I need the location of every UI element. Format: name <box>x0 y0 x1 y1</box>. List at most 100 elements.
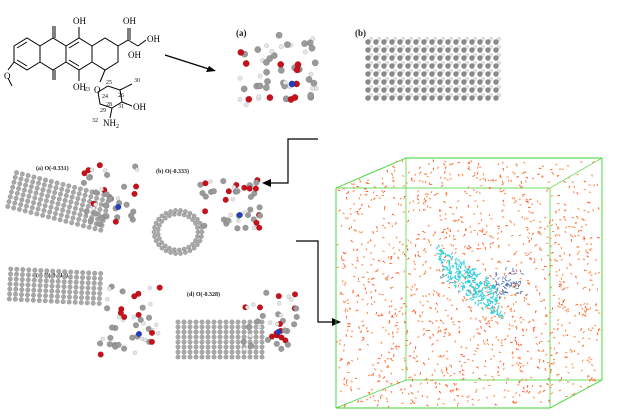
carbon-atom <box>46 214 51 220</box>
water-oxygen <box>478 163 480 165</box>
water-molecule <box>358 197 361 200</box>
water-molecule <box>442 295 445 297</box>
water-oxygen <box>444 171 446 173</box>
carbon-atom <box>36 201 42 207</box>
carbon-atom <box>293 305 300 312</box>
carbon-atom <box>199 354 205 360</box>
water-oxygen <box>378 362 380 364</box>
water-molecule <box>458 360 461 363</box>
water-oxygen <box>417 194 419 196</box>
water-molecule <box>592 378 595 381</box>
carbon-atom <box>58 191 63 197</box>
water-molecule <box>350 380 353 383</box>
water-molecule <box>567 371 570 374</box>
water-molecule <box>445 261 448 264</box>
water-oxygen <box>482 242 484 244</box>
carbon-atom <box>381 47 387 53</box>
carbon-atom <box>263 289 270 296</box>
water-oxygen <box>446 385 448 387</box>
water-molecule <box>549 386 552 389</box>
water-molecule <box>453 234 455 238</box>
carbon-atom <box>235 354 241 360</box>
hydrogen-atom <box>497 45 501 49</box>
solute-bond <box>478 284 480 288</box>
water-oxygen <box>441 231 443 233</box>
water-molecule <box>486 396 488 399</box>
water-molecule <box>512 396 515 399</box>
water-molecule <box>473 212 475 216</box>
num-30: 30 <box>134 78 140 84</box>
drug-bond <box>507 283 511 287</box>
water-oxygen <box>519 370 521 372</box>
carbon-atom <box>67 279 73 285</box>
water-molecule <box>475 191 478 194</box>
water-oxygen <box>514 253 516 255</box>
water-molecule <box>441 371 444 374</box>
solute-bond <box>486 286 491 289</box>
drug-bond <box>500 282 504 285</box>
hydrogen-atom <box>105 297 110 302</box>
hydrogen-atom <box>425 85 429 89</box>
water-molecule <box>585 249 588 252</box>
carbon-atom <box>83 208 90 215</box>
carbon-atom <box>85 290 91 296</box>
carbon-atom <box>28 184 34 190</box>
water-molecule <box>509 308 512 311</box>
water-molecule <box>578 250 581 253</box>
hydrogen-atom <box>481 61 485 65</box>
water-oxygen <box>438 269 440 271</box>
water-molecule <box>515 391 518 395</box>
water-molecule <box>588 183 591 187</box>
carbon-atom <box>55 283 61 289</box>
hydrogen-atom <box>393 61 397 65</box>
water-oxygen <box>530 198 532 200</box>
carbon-atom <box>80 270 86 276</box>
hydrogen-atom <box>473 93 477 97</box>
water-molecule <box>373 368 377 371</box>
carbon-atom <box>193 334 199 340</box>
carbon-atom <box>159 240 165 245</box>
carbon-atom <box>461 39 467 45</box>
carbon-atom <box>397 87 403 93</box>
water-molecule <box>396 314 398 317</box>
hydrogen-atom <box>154 322 159 327</box>
hydrogen-atom <box>489 37 493 41</box>
water-molecule <box>350 386 352 389</box>
carbon-atom <box>25 287 31 293</box>
water-molecule <box>430 190 433 194</box>
hydrogen-atom <box>465 61 469 65</box>
solute-bond <box>448 271 451 275</box>
water-molecule <box>418 314 422 317</box>
water-oxygen <box>566 356 568 358</box>
carbon-atom <box>97 291 103 296</box>
carbon-atom <box>50 268 56 274</box>
carbon-atom <box>253 349 259 355</box>
water-molecule <box>378 293 381 296</box>
water-molecule <box>488 187 491 190</box>
water-oxygen <box>484 178 486 181</box>
water-molecule <box>530 376 533 379</box>
water-oxygen <box>410 392 413 394</box>
carbon-atom <box>71 210 77 216</box>
solute-bond <box>453 284 457 287</box>
water-oxygen <box>388 320 390 322</box>
water-molecule <box>448 230 452 233</box>
water-molecule <box>426 395 429 399</box>
carbon-atom <box>264 336 271 343</box>
water-molecule <box>555 274 558 277</box>
water-molecule <box>418 209 421 212</box>
hydrogen-atom <box>409 53 413 57</box>
carbon-atom <box>195 242 200 248</box>
carbon-atom <box>97 340 104 347</box>
carbon-atom <box>156 216 161 222</box>
water-oxygen <box>497 366 499 368</box>
water-molecule <box>431 321 434 325</box>
water-molecule <box>565 226 568 229</box>
water-molecule <box>448 299 452 302</box>
solute-bond <box>490 306 492 310</box>
water-molecule <box>471 398 474 401</box>
water-oxygen <box>527 200 529 202</box>
carbon-atom <box>128 212 135 219</box>
water-molecule <box>557 373 560 375</box>
drug-bond <box>515 281 518 285</box>
